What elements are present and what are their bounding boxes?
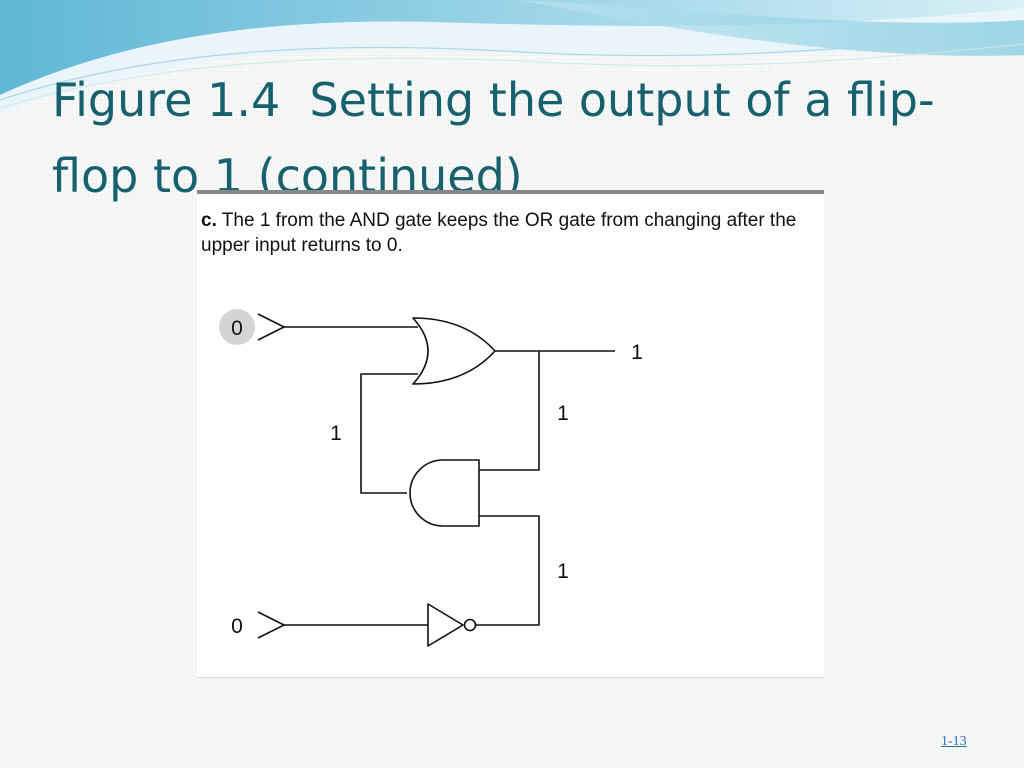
and-gate	[409, 459, 480, 527]
not-gate	[427, 603, 464, 647]
figure-caption: c. The 1 from the AND gate keeps the OR …	[201, 208, 801, 258]
upper-input-chevron	[257, 313, 285, 341]
slide-title: Figure 1.4 Setting the output of a flip-…	[52, 73, 935, 203]
and-to-or-wire	[360, 373, 418, 494]
lower-input-chevron	[257, 611, 285, 639]
and-to-or-value: 1	[330, 422, 342, 445]
not-output-value: 1	[557, 560, 569, 583]
flip-flop-circuit: 0 0 1 1 1 1	[219, 309, 643, 647]
or-output-value: 1	[631, 341, 643, 364]
slide-number-link[interactable]: 1-13	[941, 734, 967, 749]
upper-input-highlight	[219, 309, 255, 345]
caption-text: The 1 from the AND gate keeps the OR gat…	[201, 210, 797, 256]
figure-panel: c. The 1 from the AND gate keeps the OR …	[197, 190, 824, 678]
or-gate	[412, 317, 496, 385]
not-to-and-wire	[475, 515, 540, 626]
output-feedback-wire	[479, 351, 540, 471]
feedback-value: 1	[557, 402, 569, 425]
header-wave-decoration	[0, 0, 1024, 112]
not-gate-bubble	[463, 618, 477, 632]
upper-input-value: 0	[231, 317, 243, 340]
lower-input-value: 0	[231, 615, 243, 638]
caption-letter: c.	[201, 210, 217, 231]
